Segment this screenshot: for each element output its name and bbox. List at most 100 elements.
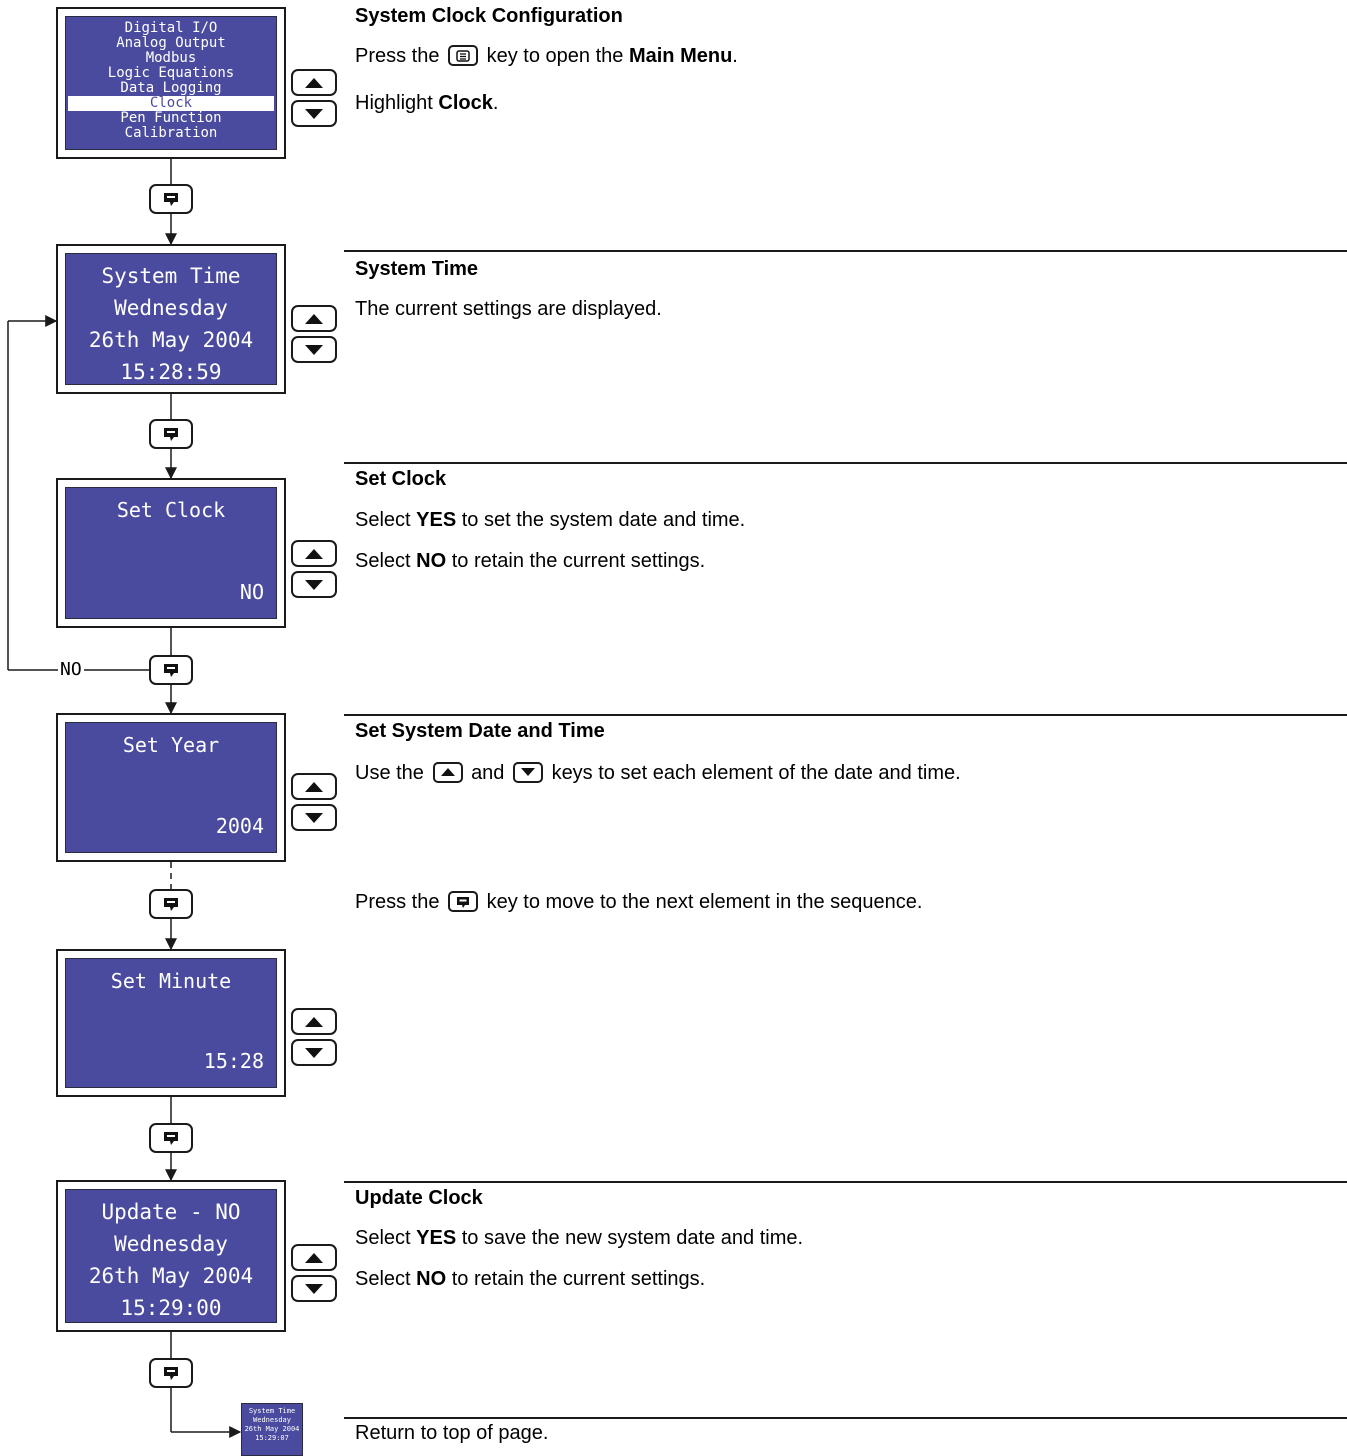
down-key[interactable] bbox=[291, 1039, 337, 1066]
config-heading: System Clock Configuration bbox=[355, 5, 623, 27]
set-date-time-instruction-2: Press the key to move to the next elemen… bbox=[355, 891, 922, 914]
up-key[interactable] bbox=[291, 1244, 337, 1271]
enter-key-icon bbox=[164, 664, 178, 677]
down-key[interactable] bbox=[513, 762, 543, 783]
section-divider bbox=[344, 462, 1347, 464]
return-to-top-link[interactable]: Return to top of page. bbox=[355, 1422, 549, 1444]
enter-key-6[interactable] bbox=[149, 1358, 193, 1388]
down-key[interactable] bbox=[291, 336, 337, 363]
update-clock-instruction-1: Select YES to save the new system date a… bbox=[355, 1227, 803, 1250]
up-arrow-icon bbox=[305, 1017, 323, 1027]
text: Highlight bbox=[355, 92, 433, 114]
section-divider bbox=[344, 1417, 1347, 1419]
menu-item-logic-equations[interactable]: Logic Equations bbox=[107, 65, 235, 81]
up-key[interactable] bbox=[291, 69, 337, 96]
text: Press the bbox=[355, 45, 440, 67]
enter-key-icon bbox=[457, 897, 470, 908]
up-arrow-icon bbox=[440, 768, 455, 776]
update-clock-instruction-2: Select NO to retain the current settings… bbox=[355, 1268, 705, 1291]
main-menu-display: Digital I/O Analog Output Modbus Logic E… bbox=[56, 7, 286, 159]
up-key[interactable] bbox=[291, 305, 337, 332]
set-minute-display: Set Minute 15:28 bbox=[56, 949, 286, 1097]
main-menu-list: Digital I/O Analog Output Modbus Logic E… bbox=[65, 16, 277, 150]
up-key[interactable] bbox=[291, 1008, 337, 1035]
up-arrow-icon bbox=[305, 78, 323, 88]
text: to set the system date and time. bbox=[461, 509, 746, 531]
text: Use the bbox=[355, 762, 424, 784]
menu-item-data-logging[interactable]: Data Logging bbox=[120, 80, 222, 96]
system-time-clock: 15:28:59 bbox=[120, 360, 222, 384]
down-key[interactable] bbox=[291, 100, 337, 127]
text: key to open the bbox=[486, 45, 624, 67]
menu-item-calibration[interactable]: Calibration bbox=[124, 125, 218, 141]
updown-keys-6 bbox=[291, 1244, 337, 1306]
set-date-time-heading: Set System Date and Time bbox=[355, 720, 605, 742]
up-arrow-icon bbox=[305, 314, 323, 324]
up-key[interactable] bbox=[432, 762, 463, 783]
up-key[interactable] bbox=[291, 540, 337, 567]
updown-keys-2 bbox=[291, 305, 337, 367]
updown-keys-5 bbox=[291, 1008, 337, 1070]
up-arrow-icon bbox=[305, 1253, 323, 1263]
set-year-display: Set Year 2004 bbox=[56, 713, 286, 862]
system-time-date: 26th May 2004 bbox=[88, 328, 254, 352]
text: to retain the current settings. bbox=[451, 1268, 706, 1290]
down-arrow-icon bbox=[305, 345, 323, 355]
no-branch-label: NO bbox=[58, 659, 84, 680]
update-clock-title: Update - NO bbox=[101, 1200, 241, 1224]
set-year-label: Set Year bbox=[122, 733, 220, 757]
menu-item-modbus[interactable]: Modbus bbox=[145, 50, 197, 66]
text: Select bbox=[355, 1227, 411, 1249]
config-instruction-2: Highlight Clock. bbox=[355, 92, 498, 115]
section-divider bbox=[344, 250, 1347, 252]
up-key[interactable] bbox=[291, 773, 337, 800]
text: to retain the current settings. bbox=[451, 550, 706, 572]
text: key to move to the next element in the s… bbox=[486, 891, 923, 913]
set-clock-instruction-2: Select NO to retain the current settings… bbox=[355, 550, 705, 573]
updown-keys-1 bbox=[291, 69, 337, 131]
system-time-title: System Time bbox=[101, 264, 241, 288]
menu-key[interactable] bbox=[448, 45, 479, 66]
update-clock-time: 15:29:00 bbox=[120, 1296, 222, 1320]
section-divider bbox=[344, 714, 1347, 716]
menu-item-analog-output[interactable]: Analog Output bbox=[116, 35, 226, 51]
set-clock-label: Set Clock bbox=[116, 498, 226, 522]
return-thumbnail-display: System Time Wednesday 26th May 2004 15:2… bbox=[241, 1403, 303, 1456]
set-minute-value: 15:28 bbox=[203, 1049, 264, 1073]
system-time-heading: System Time bbox=[355, 258, 479, 280]
thumb-time: 15:29:07 bbox=[255, 1434, 289, 1442]
enter-key-4[interactable] bbox=[149, 889, 193, 919]
enter-key[interactable] bbox=[448, 891, 479, 912]
down-arrow-icon bbox=[305, 1284, 323, 1294]
update-clock-display: Update - NO Wednesday 26th May 2004 15:2… bbox=[56, 1180, 286, 1332]
up-arrow-icon bbox=[305, 549, 323, 559]
down-key[interactable] bbox=[291, 804, 337, 831]
thumb-date: 26th May 2004 bbox=[244, 1425, 300, 1433]
text: Select bbox=[355, 509, 411, 531]
enter-key-3[interactable] bbox=[149, 655, 193, 685]
down-arrow-icon bbox=[305, 580, 323, 590]
menu-item-pen-function[interactable]: Pen Function bbox=[120, 110, 222, 126]
no-term: NO bbox=[416, 550, 447, 572]
up-arrow-icon bbox=[305, 782, 323, 792]
down-key[interactable] bbox=[291, 571, 337, 598]
yes-term: YES bbox=[416, 1227, 457, 1249]
enter-key-2[interactable] bbox=[149, 419, 193, 449]
menu-item-clock-selected[interactable]: Clock bbox=[68, 96, 274, 111]
enter-key-5[interactable] bbox=[149, 1123, 193, 1153]
text: Select bbox=[355, 1268, 411, 1290]
text: Select bbox=[355, 550, 411, 572]
thumb-title: System Time bbox=[248, 1407, 296, 1415]
enter-key-icon bbox=[164, 898, 178, 911]
enter-key-1[interactable] bbox=[149, 184, 193, 214]
clock-term: Clock bbox=[438, 92, 493, 114]
down-arrow-icon bbox=[521, 768, 535, 776]
menu-item-digital-io[interactable]: Digital I/O bbox=[124, 20, 218, 36]
text: . bbox=[732, 45, 738, 67]
system-time-display: System Time Wednesday 26th May 2004 15:2… bbox=[56, 244, 286, 394]
down-key[interactable] bbox=[291, 1275, 337, 1302]
down-arrow-icon bbox=[305, 813, 323, 823]
update-clock-heading: Update Clock bbox=[355, 1187, 483, 1209]
enter-key-icon bbox=[164, 1132, 178, 1145]
set-clock-instruction-1: Select YES to set the system date and ti… bbox=[355, 509, 745, 532]
